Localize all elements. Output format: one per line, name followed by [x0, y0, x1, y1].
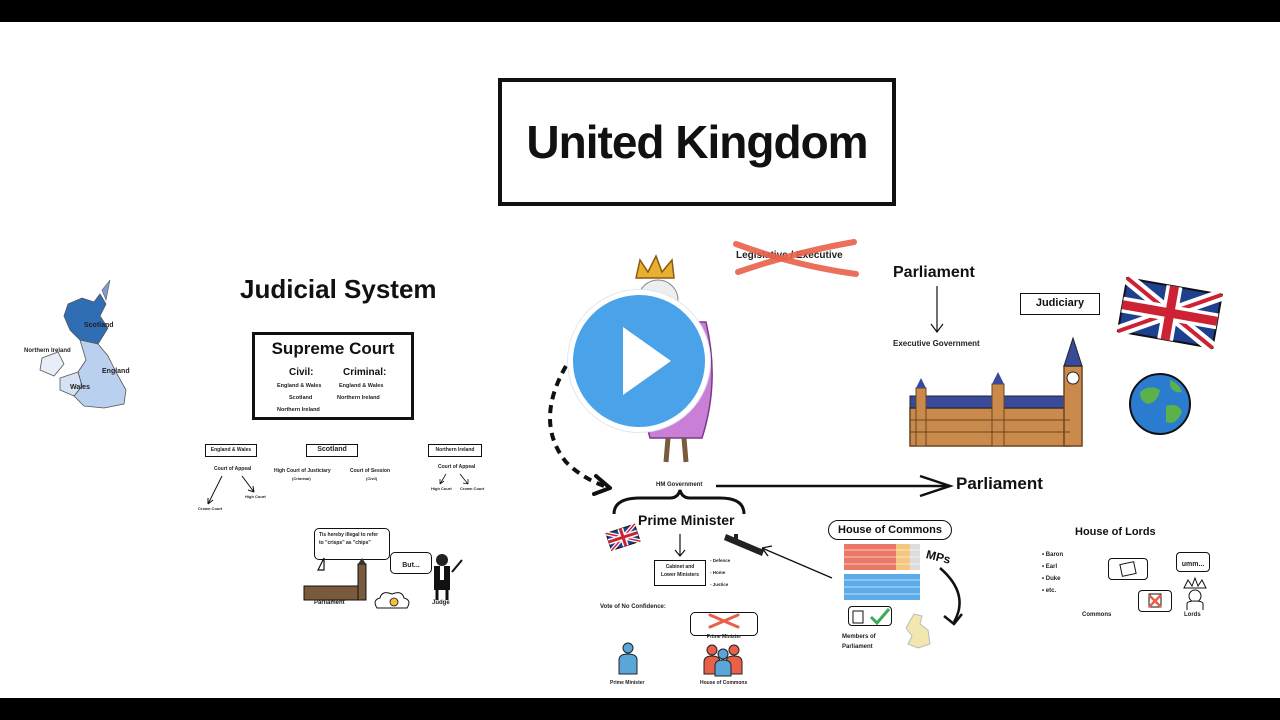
- executive-government-label: Executive Government: [893, 339, 980, 348]
- vote-of-no-confidence-label: Vote of No Confidence:: [600, 604, 666, 610]
- commons-label: Commons: [1082, 612, 1112, 618]
- strike-cross-icon: [733, 239, 859, 277]
- sc-high-court: High Court of Justiciary: [274, 468, 331, 474]
- rejected-document-bubble: [1138, 590, 1172, 612]
- members-line: Members of: [842, 634, 876, 640]
- speech-line: Tis hereby illegal to refer: [319, 532, 379, 538]
- cabinet-line: Cabinet and: [665, 564, 695, 570]
- judicial-system-heading: Judicial System: [240, 274, 437, 304]
- parliament-big-label: Parliament: [956, 474, 1043, 493]
- video-play-button[interactable]: [568, 290, 710, 432]
- ballot-check-icon: [848, 606, 892, 626]
- ni-high-court: High Court: [431, 486, 452, 491]
- map-label-northern-ireland: Northern Ireland: [24, 348, 71, 354]
- region-box-scotland: Scotland: [306, 444, 358, 457]
- lords-title-item: • Earl: [1042, 564, 1058, 570]
- lord-crown-figure: [1183, 576, 1207, 610]
- lords-title-item: • Duke: [1042, 576, 1061, 582]
- house-of-commons-figures: [703, 644, 743, 677]
- pm-struck-bubble: Prime Minister: [690, 612, 758, 640]
- parliament-small-icon: [303, 557, 367, 601]
- civil-item: Scotland: [289, 395, 313, 401]
- ew-court-arrows: [207, 475, 255, 505]
- region-box-northern-ireland: Northern Ireland: [428, 444, 482, 457]
- ministry-item: - Home: [710, 570, 726, 575]
- members-line: Parliament: [842, 644, 873, 650]
- supreme-court-title: Supreme Court: [271, 339, 395, 358]
- ministry-item: - Defence: [710, 558, 731, 563]
- government-brace: [612, 489, 746, 515]
- page-title: United Kingdom: [526, 116, 868, 168]
- judge-figure: [434, 554, 463, 600]
- pm-strike-icon: [708, 613, 740, 629]
- lords-title-item: • etc.: [1042, 588, 1057, 594]
- ew-crown-court: Crown Court: [198, 506, 223, 511]
- parliament-heading: Parliament: [893, 264, 975, 281]
- ew-court-of-appeal: Court of Appeal: [214, 466, 252, 472]
- umm-text: umm...: [1181, 561, 1205, 568]
- commons-figure-label: House of Commons: [700, 680, 748, 686]
- criminal-item: Northern Ireland: [337, 395, 380, 401]
- supreme-court-box: Supreme Court Civil: England & Wales Sco…: [252, 332, 414, 420]
- downing-street-icon: [724, 534, 764, 556]
- pm-bubble-text: Prime Minister: [706, 634, 742, 640]
- video-frame: United Kingdom Scotland Northern Ireland…: [0, 22, 1280, 698]
- pm-figure-label: Prime Minister: [610, 680, 645, 686]
- prime-minister-figure: [618, 642, 638, 675]
- speech-line: to "crisps" as "chips": [319, 540, 371, 546]
- ni-court-arrows: [439, 473, 469, 485]
- region-box-england-wales: England & Wales: [205, 444, 257, 457]
- commons-document-bubble: [1108, 558, 1148, 580]
- sc-high-court-sub: (Criminal): [292, 476, 311, 481]
- umm-bubble: umm...: [1176, 552, 1210, 572]
- globe-icon: [1129, 373, 1191, 435]
- but-speech-bubble: But...: [390, 552, 432, 574]
- dashed-arrow-to-government: [548, 365, 612, 496]
- civil-item: England & Wales: [277, 383, 322, 389]
- mps-label: MPs: [924, 547, 953, 567]
- commons-to-pm-arrow: [761, 545, 833, 579]
- uk-flag-small-icon: [605, 522, 641, 552]
- parliament-small-label: Parliament: [314, 600, 345, 606]
- cloud-icon: [374, 592, 410, 609]
- sc-court-of-session: Court of Session: [350, 468, 391, 474]
- ew-high-court: High Court: [245, 494, 266, 499]
- criminal-heading: Criminal:: [343, 367, 387, 378]
- ni-court-of-appeal: Court of Appeal: [438, 464, 476, 470]
- uk-outline-icon: [905, 613, 931, 649]
- lords-label: Lords: [1184, 612, 1201, 618]
- uk-map: [39, 279, 127, 409]
- arrow-to-parliament: [716, 474, 954, 498]
- law-speech-bubble: Tis hereby illegal to refer to "crisps" …: [314, 528, 390, 560]
- but-text: But...: [402, 562, 420, 569]
- map-label-scotland: Scotland: [84, 322, 114, 329]
- civil-heading: Civil:: [289, 367, 314, 378]
- cabinet-line: Lower Ministers: [660, 572, 700, 578]
- civil-item: Northern Ireland: [277, 407, 320, 413]
- judge-label: Judge: [432, 600, 450, 606]
- house-of-commons-label: House of Commons: [838, 524, 942, 536]
- ministry-item: - Justice: [710, 582, 729, 587]
- parliament-building-icon: [909, 336, 1083, 447]
- ni-crown-court: Crown Court: [460, 486, 485, 491]
- cabinet-box: Cabinet and Lower Ministers: [654, 560, 706, 586]
- hm-government-label: HM Government: [656, 482, 703, 488]
- map-label-england: England: [102, 368, 130, 375]
- mps-arrow: [939, 567, 963, 626]
- prime-minister-heading: Prime Minister: [638, 512, 735, 528]
- judiciary-box: Judiciary: [1020, 293, 1100, 315]
- house-of-commons-bubble: House of Commons: [828, 520, 952, 540]
- pm-to-cabinet-arrow: [674, 534, 686, 557]
- sc-court-of-session-sub: (Civil): [366, 476, 378, 481]
- criminal-item: England & Wales: [339, 383, 384, 389]
- title-box: United Kingdom: [498, 78, 896, 206]
- parliament-to-executive-arrow: [930, 286, 944, 333]
- house-of-lords-heading: House of Lords: [1075, 526, 1156, 538]
- commons-seats-chart: [844, 544, 920, 600]
- lords-title-item: • Baron: [1042, 552, 1064, 558]
- map-label-wales: Wales: [70, 384, 90, 391]
- uk-flag-icon: [1115, 273, 1224, 353]
